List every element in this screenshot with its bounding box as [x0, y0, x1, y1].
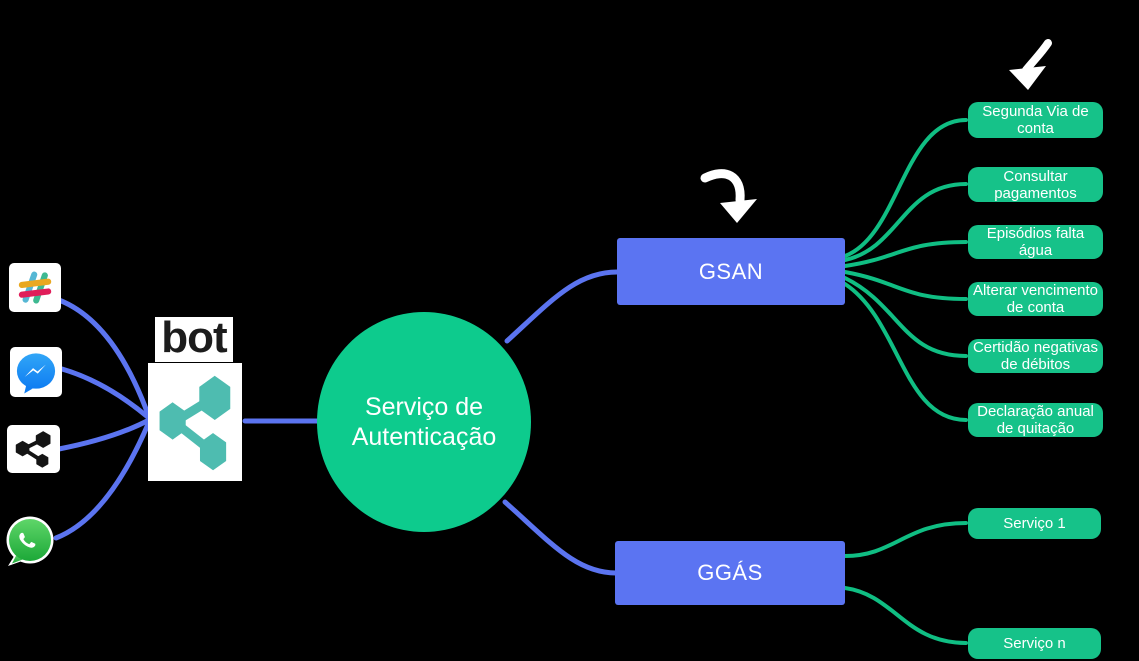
service-pill-certidao-negativas: Certidão negativas de débitos: [968, 339, 1103, 373]
ggas-node: GGÁS: [615, 541, 845, 605]
whatsapp-icon: [1, 515, 59, 567]
gsan-node: GSAN: [617, 238, 845, 305]
gsan-pointer-arrow-icon: [700, 169, 757, 223]
service-pointer-arrow-icon: [1009, 39, 1052, 90]
connector-ggas-s2: [843, 586, 968, 645]
service-pill-episodios-falta-agua: Episódios falta água: [968, 225, 1103, 259]
blue-connectors: [53, 269, 620, 576]
service-pill-declaracao-anual: Declaração anual de quitação: [968, 403, 1103, 437]
connector-auth-ggas: [502, 499, 619, 576]
green-connectors: [843, 118, 968, 645]
service-pill-servico-1: Serviço 1: [968, 508, 1101, 539]
auth-service-node: Serviço de Autenticação: [317, 312, 531, 532]
connector-ggas-s1: [843, 521, 968, 558]
connector-messenger-bot: [59, 366, 152, 421]
bot-connector-icon: [7, 425, 60, 473]
connector-gsan-s2: [843, 182, 968, 262]
connector-share-bot: [56, 417, 152, 452]
connector-gsan-s6: [843, 282, 968, 422]
slack-icon: [9, 263, 61, 312]
connector-gsan-s5: [843, 276, 968, 358]
bot-logo-label: bot: [155, 316, 233, 362]
auth-service-label: Serviço de Autenticação: [351, 393, 497, 451]
service-pill-alterar-vencimento: Alterar vencimento de conta: [968, 282, 1103, 316]
connector-gsan-s3: [843, 240, 968, 268]
connector-gsan-s4: [843, 270, 968, 301]
service-pill-servico-n: Serviço n: [968, 628, 1101, 659]
bot-framework-icon: [148, 363, 242, 481]
connector-auth-gsan: [504, 269, 620, 344]
connector-slack-bot: [56, 297, 152, 420]
connector-whatsapp-bot: [53, 419, 152, 541]
service-pill-segunda-via: Segunda Via de conta: [968, 102, 1103, 138]
connector-gsan-s1: [843, 118, 968, 258]
service-pill-consultar-pagamentos: Consultar pagamentos: [968, 167, 1103, 202]
facebook-messenger-icon: [10, 347, 62, 397]
